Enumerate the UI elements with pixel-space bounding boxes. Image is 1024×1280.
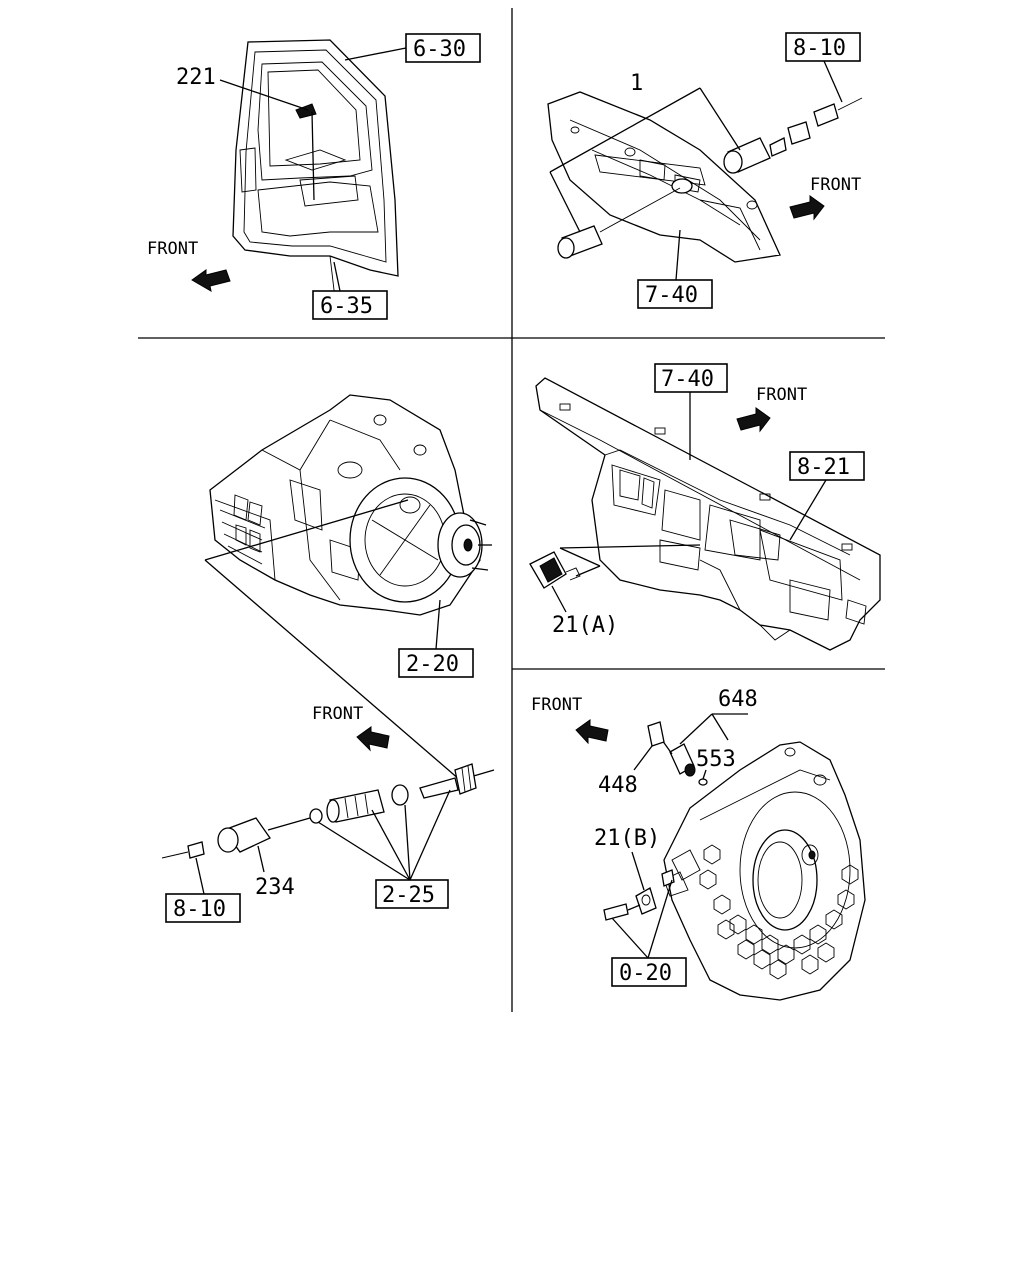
ref-6-30-box[interactable]: 6-30 [405, 33, 481, 63]
svg-text:2-20: 2-20 [406, 652, 459, 677]
front-label: FRONT [531, 695, 582, 715]
panel-dividers [138, 8, 885, 1012]
front-label: FRONT [147, 239, 198, 259]
ref-7-40-box[interactable]: 7-40 [654, 363, 728, 393]
dashboard-illustration [529, 377, 881, 651]
ref-8-10-box[interactable]: 8-10 [785, 32, 861, 62]
flywheel-housing-panel: FRONT 648 553 448 21(B) 0-20 [531, 687, 866, 1001]
front-arrow-icon [356, 726, 390, 752]
ref-8-10-box-lower[interactable]: 8-10 [165, 893, 241, 923]
ref-6-35-box[interactable]: 6-35 [312, 290, 388, 320]
ref-7-40-box[interactable]: 7-40 [637, 279, 713, 309]
svg-text:6-35: 6-35 [320, 294, 373, 319]
part-221-leader [219, 79, 309, 111]
front-label: FRONT [312, 704, 363, 724]
front-label: FRONT [810, 175, 861, 195]
transmission-leader [204, 499, 409, 561]
front-arrow-icon [736, 407, 771, 433]
switch-panel: 1 8-10 7-40 FRONT [547, 32, 863, 309]
svg-text:8-10: 8-10 [173, 897, 226, 922]
ref-8-21-box[interactable]: 8-21 [789, 451, 865, 481]
door-panel: 221 6-30 6-35 FRONT [147, 33, 481, 320]
ref-2-20-box[interactable]: 2-20 [398, 648, 474, 678]
transmission-illustration [209, 394, 492, 616]
dashboard-panel: 7-40 FRONT 8-21 21(A) [529, 363, 881, 651]
part-234-label: 234 [255, 875, 295, 900]
part-21a-label: 21(A) [552, 613, 618, 638]
switch-21a-leader [559, 544, 701, 549]
svg-text:2-25: 2-25 [382, 883, 435, 908]
transmission-panel: 2-20 FRONT 234 2-25 [161, 394, 495, 923]
front-arrow-icon [789, 195, 825, 221]
part-21b-label: 21(B) [594, 826, 660, 851]
part-1-label: 1 [630, 71, 643, 96]
svg-text:8-10: 8-10 [793, 36, 846, 61]
part-221-label: 221 [176, 65, 216, 90]
svg-text:8-21: 8-21 [797, 455, 850, 480]
front-arrow-icon [191, 269, 231, 292]
part-448-label: 448 [598, 773, 638, 798]
front-arrow-icon [575, 719, 609, 745]
sensor-assembly-illustration [161, 763, 477, 859]
door-illustration [232, 39, 399, 301]
flywheel-housing-illustration [603, 721, 866, 1001]
svg-text:6-30: 6-30 [413, 37, 466, 62]
part-1-leader [549, 87, 701, 173]
svg-text:0-20: 0-20 [619, 961, 672, 986]
part-648-label: 648 [718, 687, 758, 712]
svg-text:7-40: 7-40 [661, 367, 714, 392]
part-553-label: 553 [696, 747, 736, 772]
ref-2-25-box[interactable]: 2-25 [375, 879, 449, 909]
svg-text:7-40: 7-40 [645, 283, 698, 308]
ref-0-20-box[interactable]: 0-20 [611, 957, 687, 987]
front-label: FRONT [756, 385, 807, 405]
